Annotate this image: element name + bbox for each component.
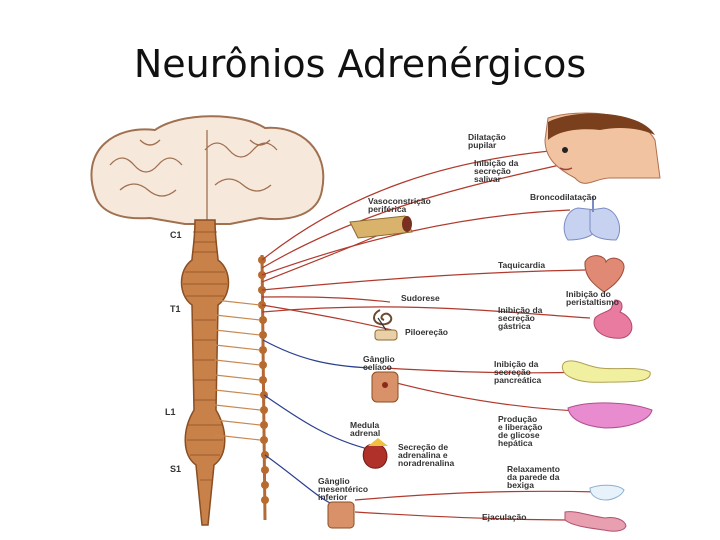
slide-title: Neurônios Adrenérgicos [133,42,587,86]
level-label-l1: L1 [165,407,176,417]
celiac-ganglion-illustration [371,371,399,403]
pancreas-illustration [561,360,651,383]
spinal-cord [180,219,230,526]
level-label-t1: T1 [170,304,181,314]
sympathetic-chain [214,254,269,521]
level-label-c1: C1 [170,230,182,240]
hair-follicle-illustration [374,317,398,341]
face-illustration [544,112,661,184]
label-broncodilatacao: Broncodilatação [530,192,597,202]
label-piloerecao: Piloereção [405,327,448,337]
inferior-mesenteric-ganglion-illustration [327,501,355,529]
sweat-gland-illustration [373,309,393,326]
stomach-illustration [593,299,633,339]
blood-vessel-illustration [349,215,413,239]
level-label-s1: S1 [170,464,181,474]
label-sudorese: Sudorese [401,293,440,303]
brain-illustration [90,115,325,225]
reproductive-organ-illustration [564,511,627,532]
heart-illustration [584,255,625,293]
lungs-illustration [563,196,620,241]
label-taquicardia: Taquicardia [498,260,545,270]
liver-illustration [567,402,653,429]
adrenal-gland-illustration [362,438,388,469]
bladder-illustration [589,484,625,501]
label-ejaculacao: Ejaculação [482,512,526,522]
